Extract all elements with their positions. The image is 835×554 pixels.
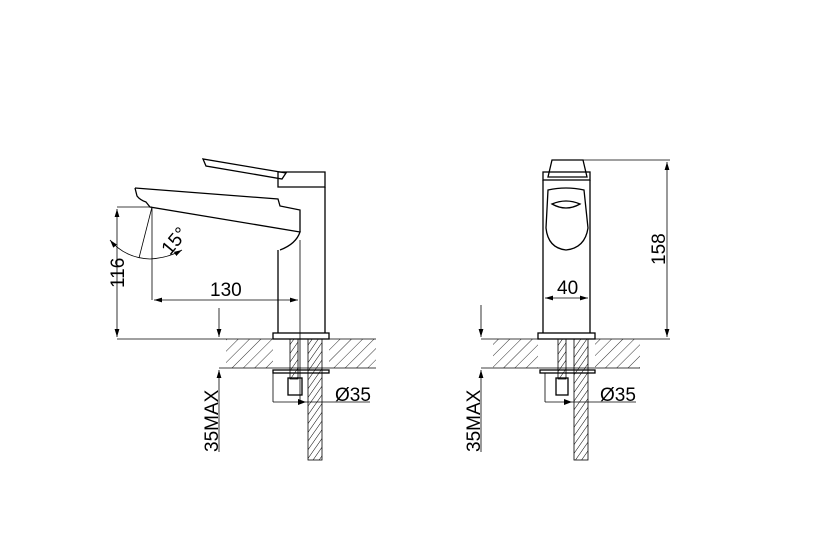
threaded-rod — [289, 338, 299, 380]
reach-130-label: 130 — [210, 280, 242, 301]
countertop-section-front — [481, 338, 670, 369]
width-40-label: 40 — [557, 278, 578, 299]
supply-hose-front — [573, 338, 589, 461]
supply-hose — [307, 338, 323, 461]
side-dimensions: 116 130 15° 35MAX Ø35 — [108, 206, 371, 452]
side-view: 116 130 15° 35MAX Ø35 — [108, 158, 376, 461]
thickness-35max-label-front: 35MAX — [464, 389, 485, 452]
hole-diameter-label-front: Ø35 — [600, 385, 636, 406]
hole-diameter-label: Ø35 — [335, 385, 371, 406]
thickness-35max-label: 35MAX — [202, 389, 223, 452]
height-116-label: 116 — [108, 258, 129, 288]
countertop-section — [117, 338, 376, 369]
threaded-rod-front — [557, 338, 567, 380]
nut — [287, 377, 303, 396]
faucet-body-side — [134, 158, 330, 461]
nut-front — [555, 377, 569, 396]
front-dimensions: 158 40 35MAX Ø35 — [464, 159, 670, 452]
height-158-label: 158 — [649, 233, 670, 265]
front-view: 158 40 35MAX Ø35 — [464, 159, 670, 461]
angle-15-label: 15° — [158, 224, 193, 260]
faucet-body-front — [537, 159, 596, 461]
